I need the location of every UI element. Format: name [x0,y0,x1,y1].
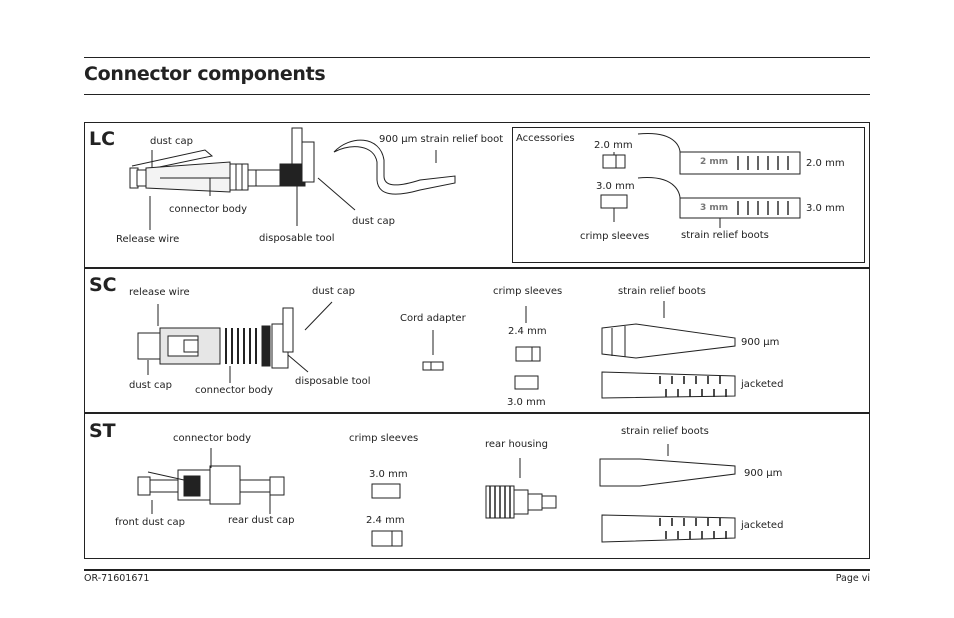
st-boot-jacketed-label: jacketed [741,520,784,531]
sc-connector-body-label: connector body [195,385,274,396]
lc-dust-cap-label: dust cap [150,136,193,147]
sc-sleeve-24-label: 2.4 mm [508,326,547,337]
lc-disposable-tool-label: disposable tool [259,233,335,244]
lc-dust-cap-2-label: dust cap [352,216,395,227]
st-front-dust-cap-label: front dust cap [115,517,185,528]
page-title: Connector components [84,63,326,85]
sc-boot-900-label: 900 µm [741,337,780,348]
lc-900um-boot-label: 900 µm strain relief boot [379,134,504,145]
lc-boot-illustration [333,139,456,195]
acc-boot-3mm-marking: 3 mm [700,203,729,213]
page-number: Page vi [835,573,870,584]
acc-strain-relief-boots-label: strain relief boots [681,230,769,241]
st-rear-housing-label: rear housing [485,439,548,450]
st-crimp-sleeves-label: crimp sleeves [349,433,419,444]
lc-panel [84,122,870,269]
st-panel [84,412,870,559]
acc-crimp-sleeves-label: crimp sleeves [580,231,650,242]
sc-panel [84,267,870,414]
sc-leader-lines [147,301,333,383]
sc-release-wire-label: release wire [129,287,190,298]
acc-boot-2mm-marking: 2 mm [700,157,729,167]
sc-dust-cap-bottom-label: dust cap [129,380,172,391]
st-connector-illustration [137,465,285,505]
sc-cord-adapter-label: Cord adapter [400,313,466,324]
sc-boots-illustration [601,301,736,399]
sc-crimp-sleeves-label: crimp sleeves [493,286,563,297]
acc-sleeve-3mm-label: 3.0 mm [596,181,635,192]
accessories-title: Accessories [516,133,575,144]
st-sleeve-24-label: 2.4 mm [366,515,405,526]
st-sleeve-30-label: 3.0 mm [369,469,408,480]
st-leader-lines [151,448,271,514]
sc-section-label: SC [89,274,117,296]
st-section-label: ST [89,420,116,442]
st-rear-housing-illustration [485,458,557,519]
st-connector-body-label: connector body [173,433,252,444]
sc-dust-cap-top-label: dust cap [312,286,355,297]
acc-boot-3mm-label: 3.0 mm [806,203,845,214]
top-rule [84,57,870,58]
lc-section-label: LC [89,128,116,150]
sc-connector-illustration [137,307,294,369]
st-rear-dust-cap-label: rear dust cap [228,515,295,526]
st-boots-illustration [599,444,736,543]
acc-boot-2mm-label: 2.0 mm [806,158,845,169]
document-number: OR-71601671 [84,573,150,584]
footer-rule [84,569,870,571]
accessories-box [512,127,865,263]
title-rule [84,94,870,95]
sc-crimp-sleeves-illustration [514,306,541,390]
lc-connector-illustration [129,127,315,193]
st-boot-900-label: 900 µm [744,468,783,479]
sc-sleeve-30-label: 3.0 mm [507,397,546,408]
lc-release-wire-label: Release wire [116,234,180,245]
lc-accessories-illustration [600,133,801,228]
st-crimp-sleeves-illustration [371,483,403,547]
sc-strain-relief-boots-label: strain relief boots [618,286,706,297]
sc-disposable-tool-label: disposable tool [295,376,371,387]
sc-cord-adapter-illustration [422,330,444,371]
lc-leader-lines [149,150,437,230]
acc-sleeve-2mm-label: 2.0 mm [594,140,633,151]
sc-boot-jacketed-label: jacketed [741,379,784,390]
lc-connector-body-label: connector body [169,204,248,215]
st-strain-relief-boots-label: strain relief boots [621,426,709,437]
